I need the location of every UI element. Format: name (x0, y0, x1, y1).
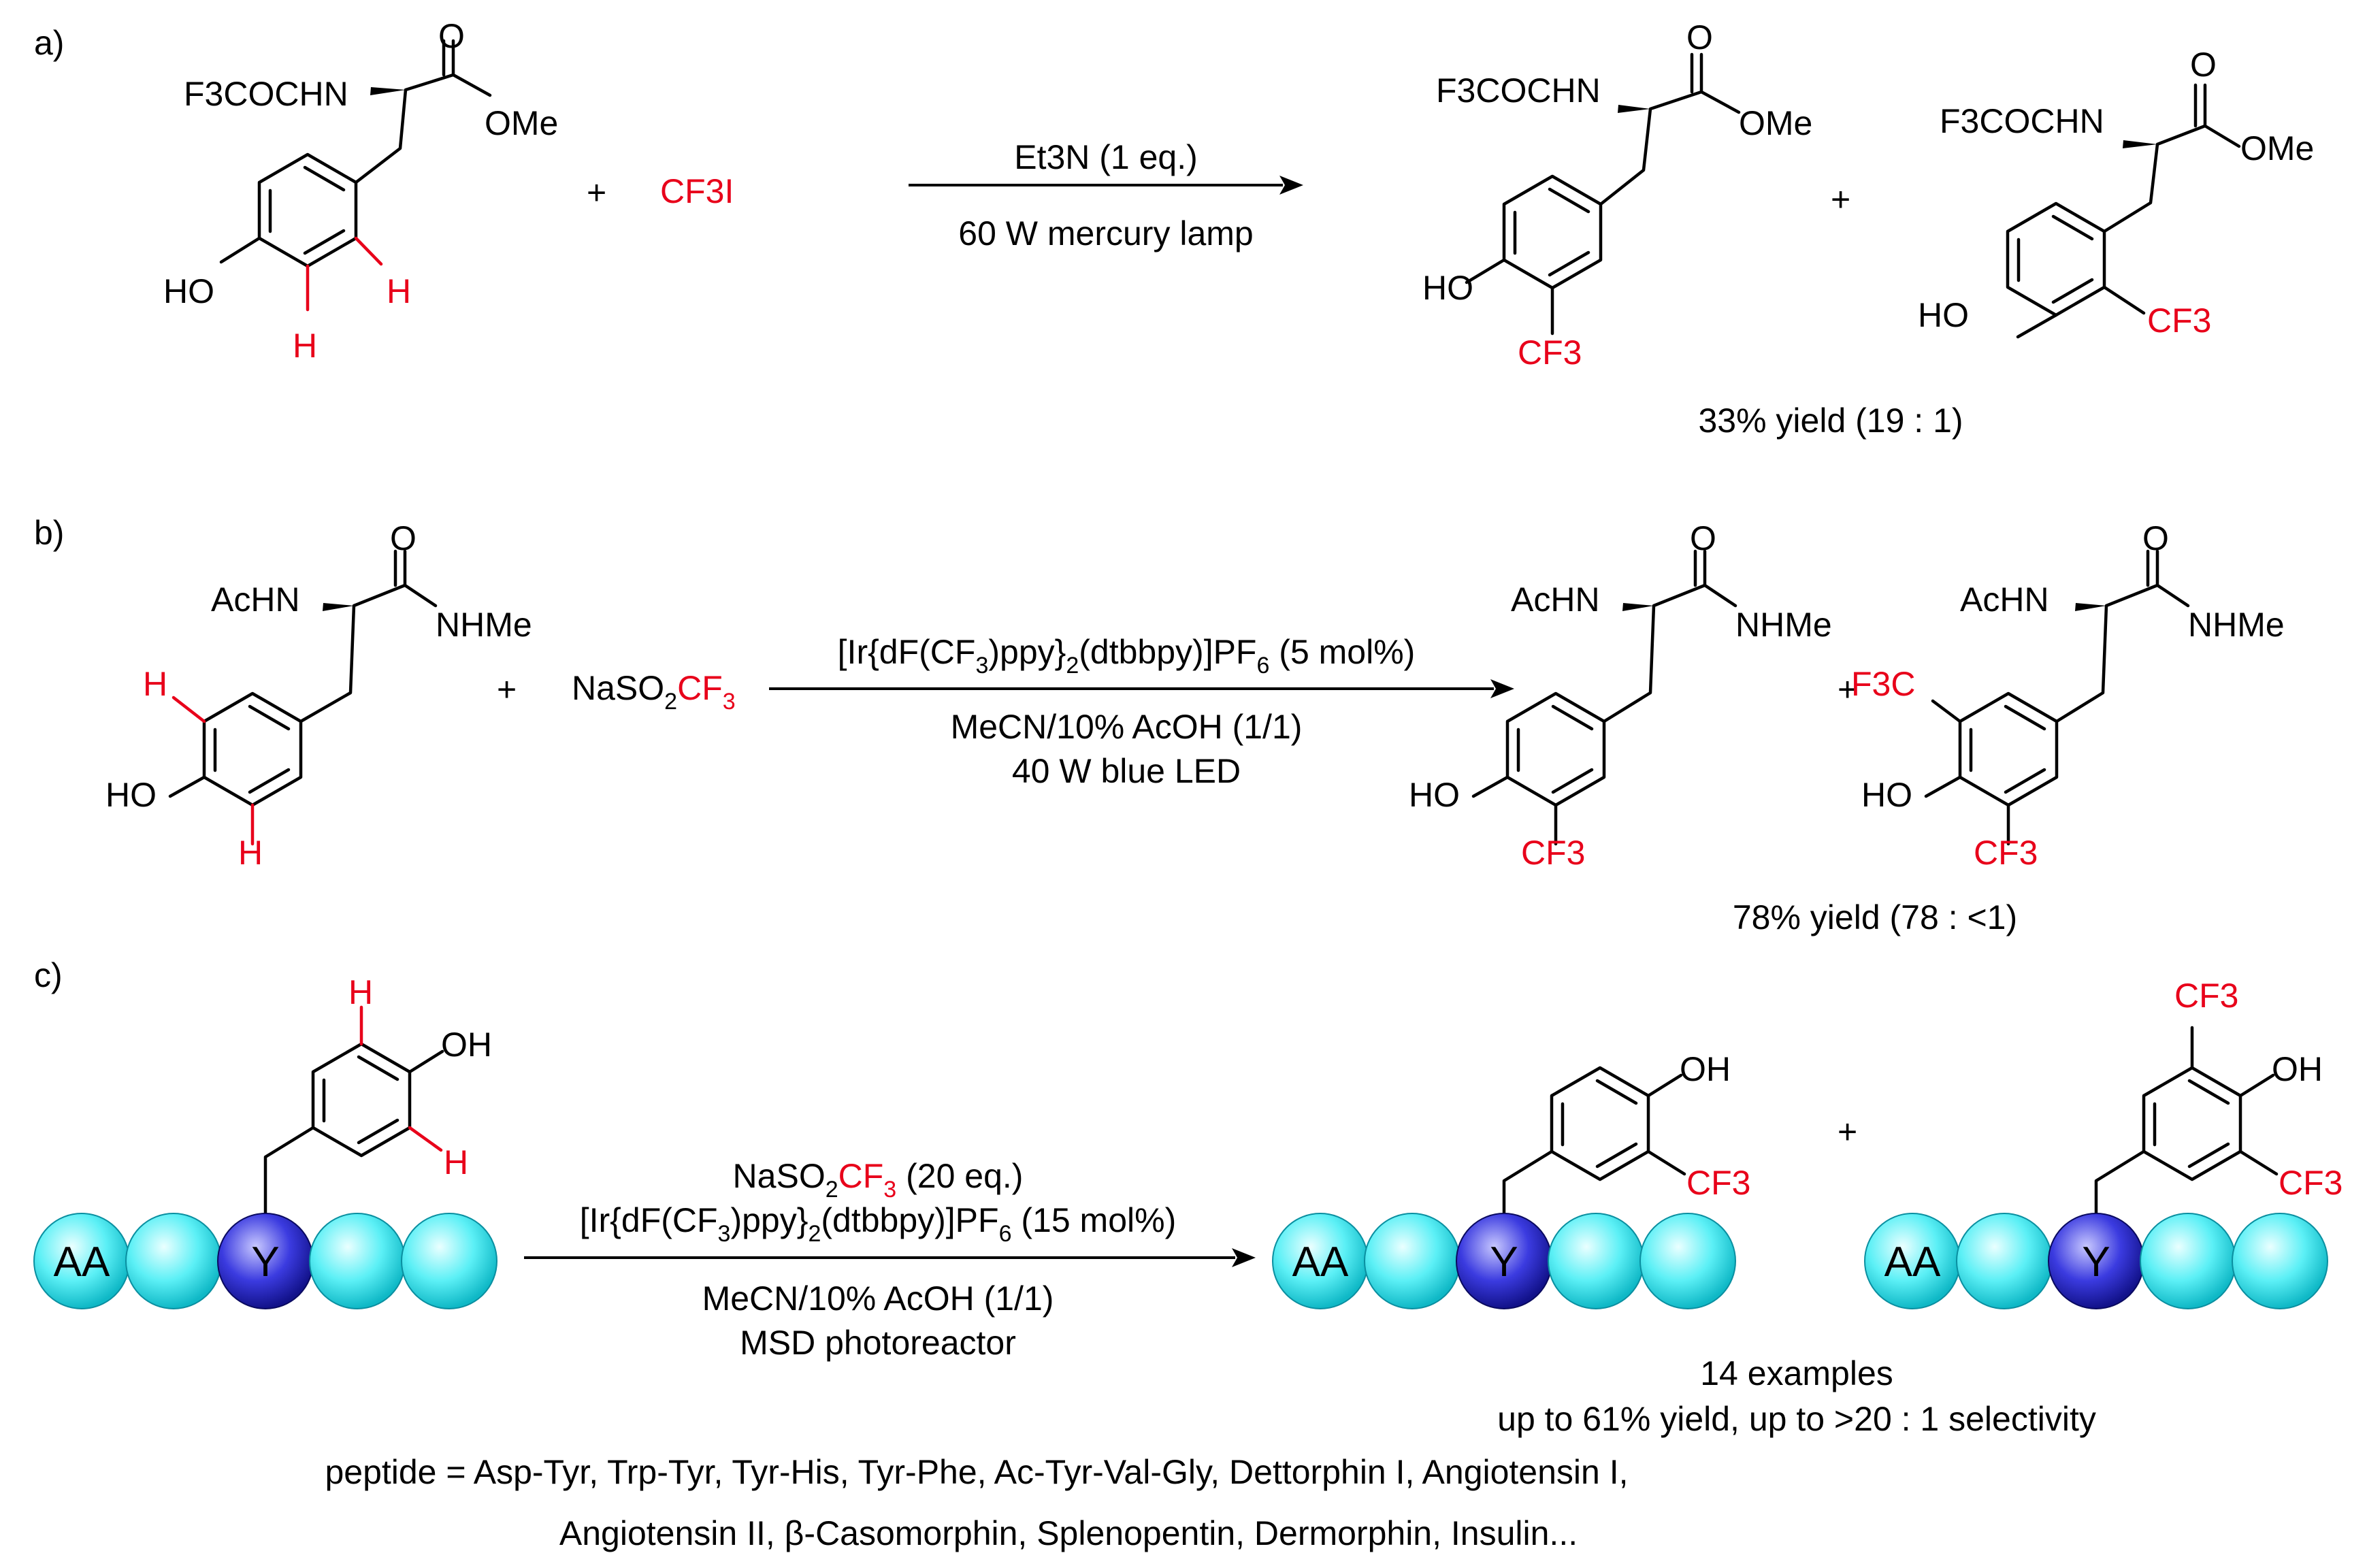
p2-b-f3c: F3C (1851, 665, 1915, 703)
p2-b-amide-label: AcHN (1960, 581, 2049, 619)
panel-b: b) AcHN NHMe O HO H H + NaSO2CF3 [Ir{dF(… (34, 514, 2285, 936)
panel-a-product-2: F3COCHN OMe O HO CF3 (1918, 46, 2314, 340)
sm-b-h-top: H (143, 665, 167, 703)
sm-a-hydroxyl: HO (163, 272, 214, 310)
arrow-c (524, 1248, 1256, 1267)
sm-b-hydroxyl: HO (105, 776, 157, 814)
panel-a-product-1: F3COCHN OMe O HO CF3 (1422, 18, 1812, 372)
p1-a-hydroxyl: HO (1422, 269, 1473, 307)
sm-c-bead-aa-label: AA (54, 1239, 110, 1286)
p2-b-amide-right: NHMe (2188, 606, 2285, 644)
conditions-a-2: 60 W mercury lamp (958, 214, 1253, 252)
sm-b-amide-right: NHMe (436, 606, 532, 644)
p1-a-ester-label: OMe (1739, 104, 1812, 142)
conditions-b-2: MeCN/10% AcOH (1/1) (951, 708, 1303, 746)
sm-c-bead-5 (401, 1213, 497, 1309)
arrow-b (769, 679, 1514, 698)
panel-a-label: a) (34, 24, 64, 62)
p2-b-cf3: CF3 (1974, 834, 2038, 872)
p1-a-amide-label: F3COCHN (1436, 71, 1601, 110)
sm-a-h-ortho: H (387, 272, 411, 310)
p1-c-bead-aa-label: AA (1292, 1239, 1349, 1286)
p1-c-bead-y-label: Y (1490, 1239, 1518, 1286)
conditions-b-3: 40 W blue LED (1012, 752, 1241, 790)
sm-a-ester-label: OMe (485, 104, 558, 142)
panel-b-starting-material: AcHN NHMe O HO H H (105, 519, 532, 872)
p2-a-cf3: CF3 (2147, 301, 2211, 340)
conditions-c-3: MeCN/10% AcOH (1/1) (702, 1279, 1054, 1318)
conditions-a-1: Et3N (1 eq.) (1014, 138, 1198, 176)
p2-a-hydroxyl: HO (1918, 296, 1969, 334)
panel-a-plus-2: + (1831, 180, 1850, 218)
p2-c-bead-aa-label: AA (1884, 1239, 1941, 1286)
p1-c-bead-4 (1548, 1213, 1644, 1309)
panel-c-label: c) (34, 956, 63, 994)
p1-b-cf3: CF3 (1521, 834, 1585, 872)
conditions-c-2: [Ir{dF(CF3)ppy}2(dtbbpy)]PF6 (15 mol%) (580, 1201, 1176, 1247)
p2-c-bead-5 (2232, 1213, 2328, 1309)
sm-a-carbonyl-o: O (438, 17, 465, 55)
p1-a-carbonyl-o: O (1686, 18, 1713, 56)
arrow-a (909, 176, 1303, 195)
p2-b-hydroxyl: HO (1861, 776, 1912, 814)
panel-b-plus-1: + (497, 670, 517, 708)
sm-b-carbonyl-o: O (390, 519, 417, 557)
p1-c-bead-2 (1364, 1213, 1460, 1309)
peptide-list-1: peptide = Asp-Tyr, Trp-Tyr, Tyr-His, Tyr… (325, 1453, 1628, 1491)
panel-b-plus-2: + (1838, 670, 1857, 708)
p2-c-hydroxyl: OH (2272, 1050, 2323, 1088)
p2-c-bead-y-label: Y (2082, 1239, 2110, 1286)
p1-c-cf3: CF3 (1686, 1164, 1750, 1202)
panel-a: a) F3COCHN OMe O HO H H + CF3I Et3N (1 e… (34, 17, 2314, 440)
selectivity-summary: up to 61% yield, up to >20 : 1 selectivi… (1497, 1400, 2096, 1438)
panel-c-product-1: OH CF3 AA Y (1272, 1050, 1750, 1309)
p2-a-carbonyl-o: O (2190, 46, 2217, 84)
reagent-a: CF3I (660, 172, 734, 210)
conditions-c-4: MSD photoreactor (740, 1324, 1016, 1362)
p2-b-carbonyl-o: O (2142, 519, 2169, 557)
panel-c-plus: + (1838, 1113, 1857, 1151)
sm-a-h-meta: H (293, 327, 317, 365)
p2-c-cf3-bottom: CF3 (2279, 1164, 2342, 1202)
sm-c-hydroxyl: OH (441, 1026, 492, 1064)
p2-c-bead-4 (2140, 1213, 2236, 1309)
conditions-c-1: NaSO2CF3 (20 eq.) (733, 1157, 1024, 1203)
p1-b-amide-label: AcHN (1511, 581, 1600, 619)
panel-b-product-1: AcHN NHMe O HO CF3 (1409, 519, 1832, 872)
examples-count: 14 examples (1700, 1354, 1893, 1392)
p1-a-cf3: CF3 (1518, 333, 1582, 372)
sm-c-bead-4 (309, 1213, 406, 1309)
yield-b: 78% yield (78 : <1) (1733, 898, 2017, 936)
p1-b-hydroxyl: HO (1409, 776, 1460, 814)
panel-c-product-2: OH CF3 CF3 AA Y (1864, 977, 2342, 1309)
panel-b-label: b) (34, 514, 64, 552)
p1-c-bead-5 (1639, 1213, 1736, 1309)
panel-b-product-2: AcHN NHMe O HO F3C CF3 (1851, 519, 2285, 872)
p2-a-amide-label: F3COCHN (1940, 102, 2104, 140)
panel-a-plus-1: + (587, 174, 606, 212)
p1-b-carbonyl-o: O (1690, 519, 1716, 557)
sm-c-bead-2 (125, 1213, 222, 1309)
peptide-list-2: Angiotensin II, β-Casomorphin, Splenopen… (559, 1514, 1578, 1552)
p2-a-ester-label: OMe (2240, 129, 2314, 167)
panel-c: c) OH H H AA Y NaSO2CF3 (20 eq.) [Ir{dF(… (33, 956, 2342, 1552)
sm-b-h-bottom: H (238, 834, 263, 872)
p1-c-hydroxyl: OH (1680, 1050, 1731, 1088)
sm-c-bead-y-label: Y (251, 1239, 279, 1286)
panel-a-starting-material: F3COCHN OMe O HO H H (163, 17, 558, 365)
yield-a: 33% yield (19 : 1) (1698, 402, 1963, 440)
sm-c-h-top: H (348, 973, 373, 1011)
reagent-b: NaSO2CF3 (572, 669, 736, 715)
conditions-b-1: [Ir{dF(CF3)ppy}2(dtbbpy)]PF6 (5 mol%) (838, 633, 1416, 679)
sm-b-amide-label: AcHN (211, 581, 300, 619)
p1-b-amide-right: NHMe (1735, 606, 1832, 644)
sm-c-h-bottom: H (444, 1143, 468, 1181)
panel-c-starting-material: OH H H AA Y (33, 973, 497, 1309)
p2-c-cf3-top: CF3 (2174, 977, 2238, 1015)
sm-a-amide-label: F3COCHN (184, 75, 348, 113)
p2-c-bead-2 (1956, 1213, 2053, 1309)
